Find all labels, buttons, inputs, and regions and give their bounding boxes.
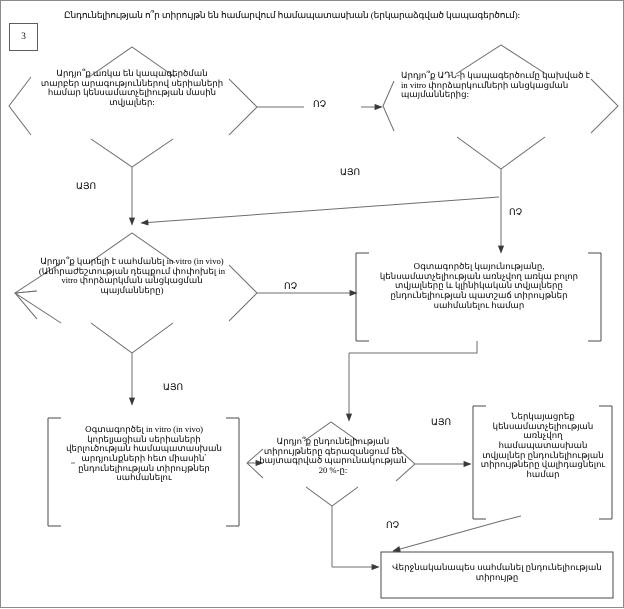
edge-label-d2-yes: ԱՅՈ xyxy=(340,167,361,177)
decision-node-d4-label: Արդյո՞ք ընդունելիության տիրույթները գերա… xyxy=(259,436,407,475)
process-node-p2[interactable]: Օգտագործել in vitro (in vivo) կորելյացիա… xyxy=(57,424,231,483)
process-node-p4-label: Վերջնականապես սահմանել ընդունելիության տ… xyxy=(392,562,602,582)
edge-label-d1-yes: ԱՅՈ xyxy=(76,181,97,191)
process-node-p1-label: Օգտագործել կայունությանը, կենսամատչելիու… xyxy=(379,261,579,310)
step-number-badge: 3 xyxy=(9,23,38,51)
process-node-p4[interactable]: Վերջնականապես սահմանել ընդունելիության տ… xyxy=(391,562,603,582)
edge-label-d3-yes: ԱՅՈ xyxy=(163,382,184,392)
decision-node-d1-label: Արդյո՞ք առկա են կապագերծման տարբեր արագո… xyxy=(40,68,224,107)
decision-node-d3-label: Արդյո՞ք կարելի է սահմանել in vitro (in v… xyxy=(38,256,226,295)
decision-node-d3[interactable]: Արդյո՞ք կարելի է սահմանել in vitro (in v… xyxy=(35,256,229,296)
edge-label-d4-yes: ԱՅՈ xyxy=(431,417,452,427)
process-node-p2-label: Օգտագործել in vitro (in vivo) կորելյացիա… xyxy=(66,424,222,483)
decision-node-d4[interactable]: Արդյո՞ք ընդունելիության տիրույթները գերա… xyxy=(257,436,409,476)
decision-node-d2-label: Արդյո՞ք ԱԴՆ-ի կապագերծումը կախված է in v… xyxy=(401,70,591,100)
process-node-p3-label: Ներկայացրեք կենսամատչելիության առնչվող հ… xyxy=(480,411,606,479)
process-node-p3[interactable]: Ներկայացրեք կենսամատչելիության առնչվող հ… xyxy=(479,411,607,479)
edge-label-d4-no: ՈՉ xyxy=(386,520,400,530)
page-title: Ընդունելիության ո՞ր տիրույթն են համարվու… xyxy=(64,10,521,20)
edge-label-d1-no: ՈՉ xyxy=(313,99,327,109)
edge-label-d3-no: ՈՉ xyxy=(284,281,298,291)
process-node-p1[interactable]: Օգտագործել կայունությանը, կենսամատչելիու… xyxy=(363,261,595,310)
decision-node-d1[interactable]: Արդյո՞ք առկա են կապագերծման տարբեր արագո… xyxy=(37,68,227,108)
edge-label-d2-no: ՈՉ xyxy=(509,207,523,217)
decision-node-d2[interactable]: Արդյո՞ք ԱԴՆ-ի կապագերծումը կախված է in v… xyxy=(401,70,593,100)
